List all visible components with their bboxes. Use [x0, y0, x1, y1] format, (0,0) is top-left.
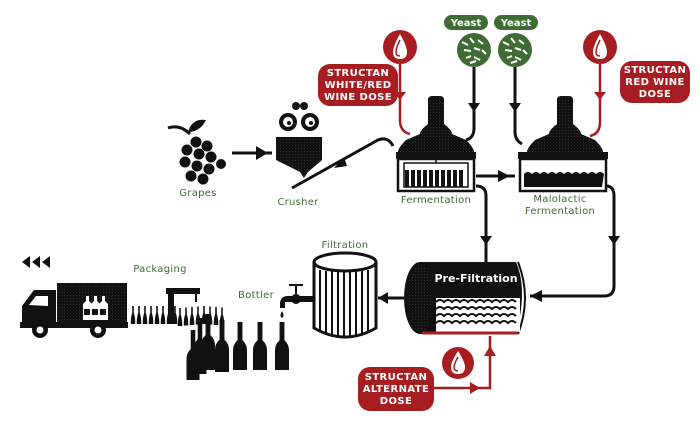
dose-white-red[interactable]: STRUCTAN WHITE/RED WINE DOSE: [318, 30, 417, 136]
bottle-icon: [233, 322, 247, 370]
bottle-icon: [177, 308, 183, 326]
dose-red-wine-line2: RED WINE: [625, 77, 684, 88]
dose-red-wine-badge[interactable]: [620, 61, 690, 103]
bottle-icon: [148, 306, 154, 324]
bottling-line: [130, 306, 225, 326]
arrow-head: [530, 290, 542, 302]
dose-white-red-line1: STRUCTAN: [327, 68, 390, 79]
grapes-icon: [167, 119, 226, 185]
bottle-icon: [275, 322, 289, 370]
dose-alternate-line1: STRUCTAN: [365, 372, 428, 383]
droplet-icon: [442, 347, 474, 379]
flow-fermentation-to-prefiltration: [475, 184, 488, 262]
arrow-head: [480, 236, 492, 245]
bottle-icon: [219, 307, 225, 326]
yeast-cluster-icon: [498, 33, 532, 67]
pre-filtration-label: Pre-Filtration: [434, 272, 517, 285]
dose-white-red-badge[interactable]: [318, 64, 398, 106]
arrow-head: [378, 292, 388, 304]
flow-crusher-to-fermentation: [291, 137, 395, 190]
bottle-icon: [183, 307, 189, 326]
dose-red-wine-line1: STRUCTAN: [624, 65, 687, 76]
filter-cylinder-icon: [312, 251, 378, 339]
droplet-icon: [383, 30, 417, 64]
fermentation-tank-icon: [396, 96, 476, 193]
arrow-head: [334, 157, 347, 168]
bottler-label: Bottler: [238, 290, 275, 301]
bottle-icon: [207, 306, 213, 325]
bottle-icon: [160, 306, 166, 324]
dose-red-wine[interactable]: STRUCTAN RED WINE DOSE: [583, 30, 690, 138]
dose-white-red-line2: WHITE/RED: [325, 80, 392, 91]
packaging-label: Packaging: [133, 264, 186, 275]
flow-yeast-to-malolactic: [513, 112, 523, 146]
triple-chevron-left-icon: [22, 256, 50, 268]
malolactic-label-line1: Malolactic: [533, 194, 586, 205]
yeast-2-label: Yeast: [500, 18, 532, 29]
yeast-input-2: Yeast: [494, 15, 538, 112]
bottle-icon: [201, 306, 207, 324]
crusher-label: Crusher: [277, 197, 319, 208]
bottle-icon: [215, 320, 229, 372]
bottle-icon: [154, 306, 160, 324]
arrow-head: [498, 170, 510, 182]
arrow-head: [256, 146, 268, 160]
crusher-icon: [276, 102, 322, 178]
dose-alternate[interactable]: STRUCTAN ALTERNATE DOSE: [358, 336, 496, 411]
barrel-icon: [404, 261, 526, 335]
bottle-icon: [213, 307, 219, 325]
yeast-input-1: Yeast: [444, 15, 491, 112]
dose-alternate-line3: DOSE: [380, 396, 412, 407]
delivery-truck-icon: [20, 283, 128, 338]
bottle-icon: [195, 306, 201, 325]
tap-icon: [280, 284, 314, 318]
droplet-icon: [583, 30, 617, 64]
bottle-icon: [189, 307, 195, 325]
dose-alternate-badge[interactable]: [358, 367, 434, 411]
flow-yeast-to-fermentation: [465, 112, 476, 142]
arrow-head: [608, 236, 620, 245]
dose-red-wine-line3: DOSE: [639, 89, 671, 100]
bottle-icon: [186, 314, 289, 380]
fermentation-label: Fermentation: [401, 195, 471, 206]
bottle-icon: [130, 306, 136, 324]
grapes-label: Grapes: [179, 188, 217, 199]
bottler-machine-icon: [166, 288, 200, 324]
dose-white-red-line3: WINE DOSE: [324, 92, 392, 103]
dose-alternate-line2: ALTERNATE: [363, 384, 429, 395]
filtration-label: Filtration: [322, 240, 369, 251]
yeast-1-label: Yeast: [450, 18, 482, 29]
malolactic-label-line2: Fermentation: [525, 206, 595, 217]
bottle-icon: [142, 306, 148, 324]
bottle-icon: [253, 322, 267, 370]
bottle-icon: [136, 306, 142, 324]
malolactic-tank-icon: [518, 96, 608, 193]
bottle-icon: [186, 330, 200, 380]
flow-malolactic-to-prefiltration: [530, 184, 616, 298]
yeast-cluster-icon: [457, 33, 491, 67]
